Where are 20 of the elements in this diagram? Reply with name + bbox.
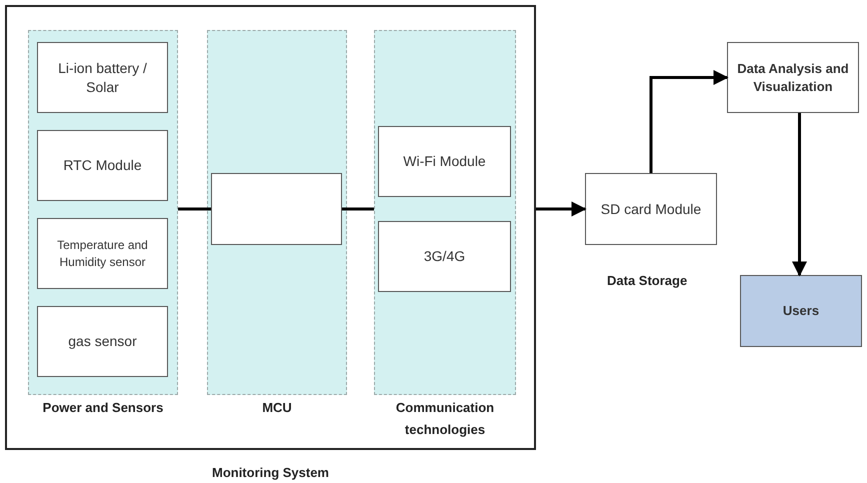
group-label: Monitoring System [210, 464, 330, 482]
process-box: Temperature and Humidity sensor [37, 218, 168, 289]
group-label: Communication technologies [394, 399, 496, 439]
empty-box [211, 173, 342, 245]
arrow [536, 202, 586, 216]
process-box: gas sensor [37, 306, 168, 377]
users-box: Users [740, 275, 862, 347]
connector-line [342, 208, 374, 210]
arrow [650, 70, 728, 173]
group-label: MCU [261, 399, 293, 417]
group-label: Power and Sensors [42, 399, 164, 417]
storage-label: Data Storage [607, 273, 688, 288]
connector-line [178, 208, 211, 210]
arrow [792, 113, 807, 276]
process-box: SD card Module [585, 173, 717, 245]
process-box: 3G/4G [378, 221, 511, 292]
process-box: RTC Module [37, 130, 168, 201]
process-box: Data Analysis and Visualization [727, 42, 859, 113]
process-box: Li-ion battery / Solar [37, 42, 168, 113]
process-box: Wi-Fi Module [378, 126, 511, 197]
